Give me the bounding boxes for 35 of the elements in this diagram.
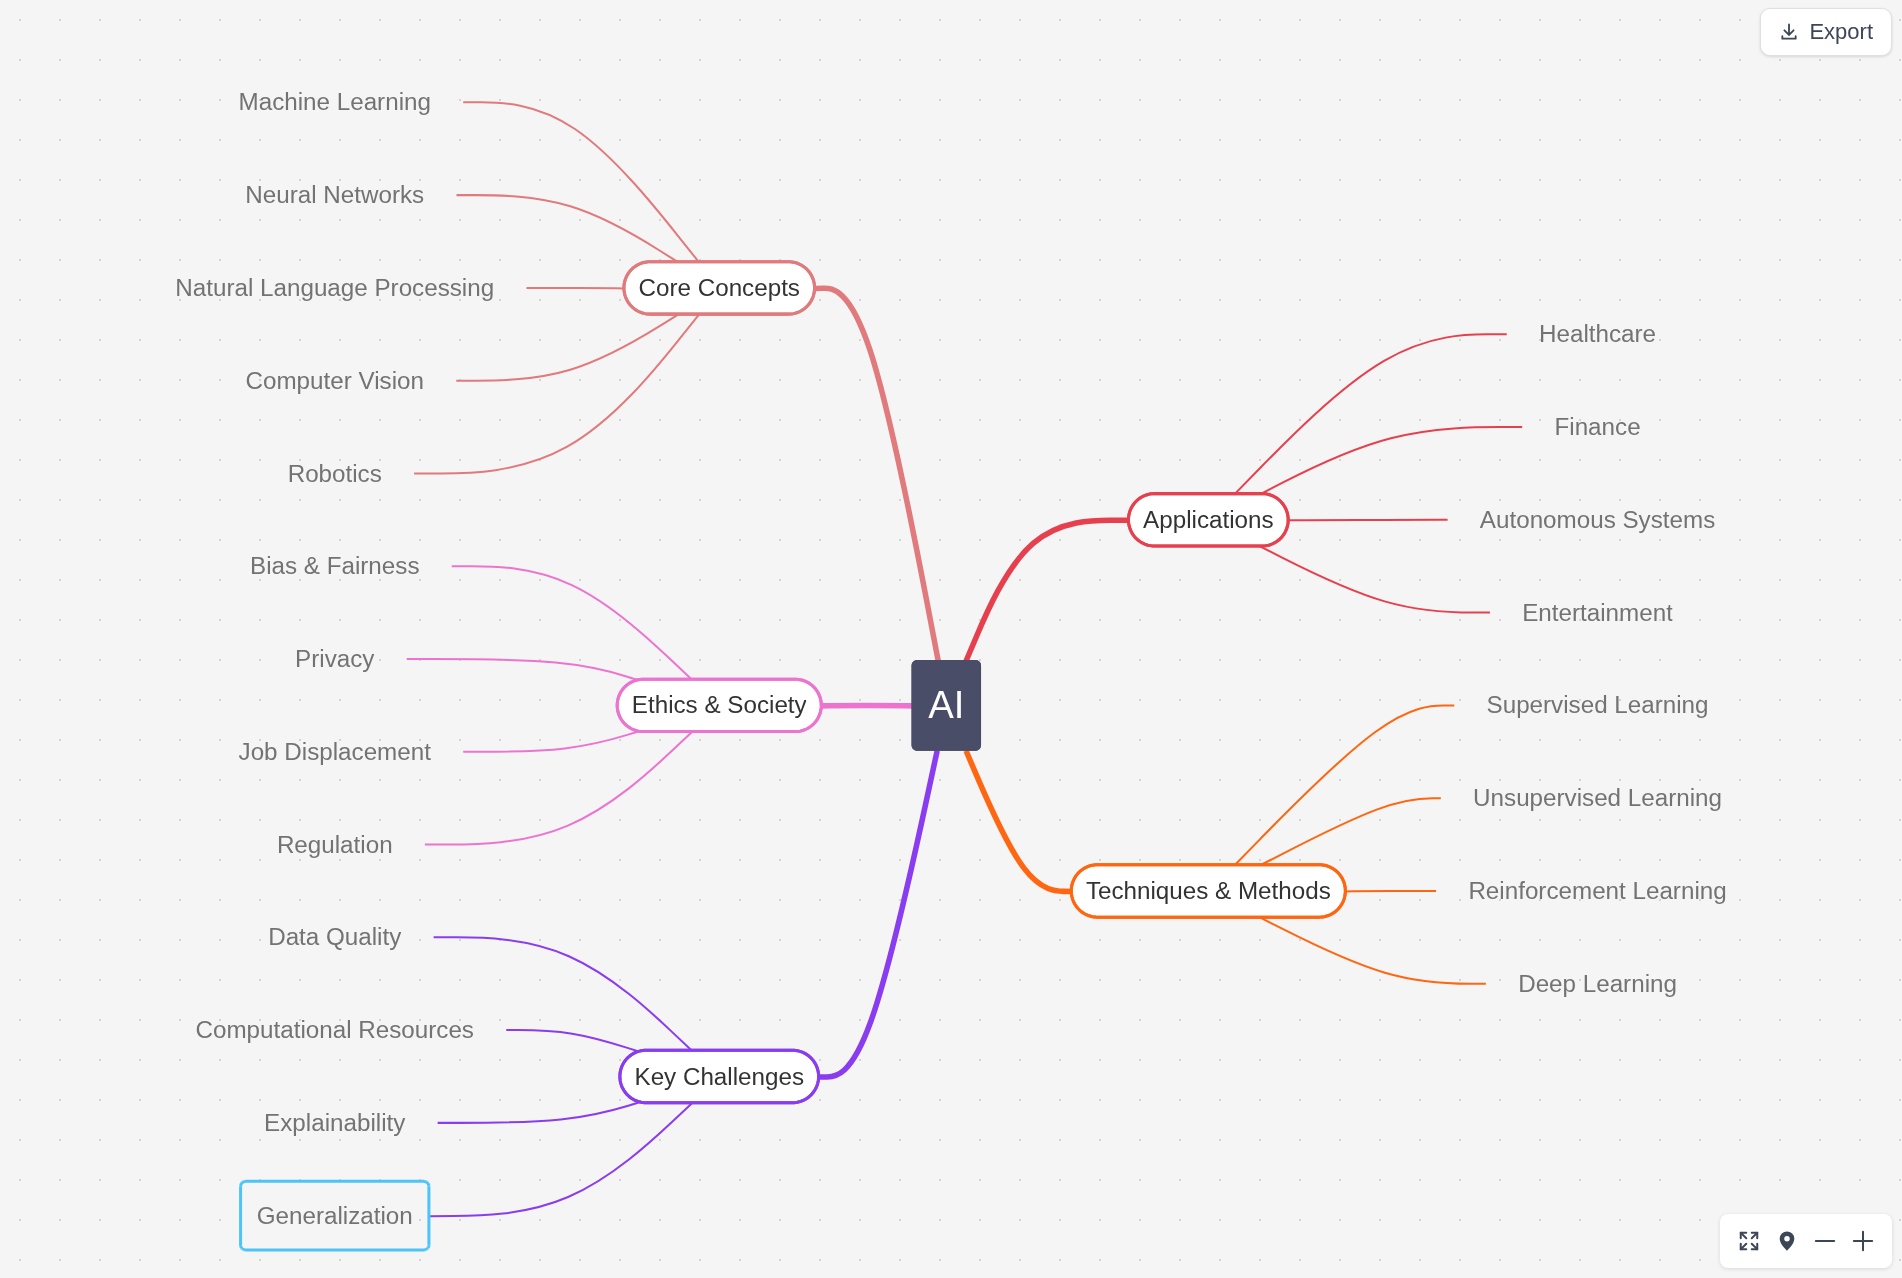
node-text: Neural Networks xyxy=(245,181,425,209)
node-text: Autonomous Systems xyxy=(1479,505,1716,533)
node-text: Privacy xyxy=(295,644,375,673)
connector xyxy=(429,1102,693,1218)
connector xyxy=(433,936,693,1052)
node-text: Reinforcement Learning xyxy=(1468,876,1727,905)
connector xyxy=(963,749,1072,895)
connector xyxy=(1259,545,1490,614)
node-text: Data Quality xyxy=(268,923,402,951)
node-text: Explainability xyxy=(264,1108,406,1136)
connector xyxy=(963,517,1129,663)
node-text: Computer Vision xyxy=(245,366,424,394)
connector xyxy=(437,1101,640,1124)
node-text: Generalization xyxy=(256,1201,413,1229)
connector xyxy=(821,702,913,709)
node-text: Bias & Fairness xyxy=(250,552,420,580)
node-text: Regulation xyxy=(276,830,393,858)
node-text: Robotics xyxy=(287,459,382,487)
node-text: Machine Learning xyxy=(238,88,431,116)
node-text: Unsupervised Learning xyxy=(1473,784,1722,812)
connector xyxy=(414,314,700,475)
connector xyxy=(815,285,941,662)
node-text: Finance xyxy=(1554,412,1641,441)
export-button: Export xyxy=(1760,8,1892,56)
node-text: Deep Learning xyxy=(1518,969,1677,997)
node-text: Job Displacement xyxy=(238,737,431,765)
connector xyxy=(463,730,639,753)
connector xyxy=(1288,518,1448,522)
node-text: Healthcare xyxy=(1539,320,1657,348)
connector xyxy=(424,731,693,846)
node-text: Computational Resources xyxy=(195,1015,474,1044)
connector xyxy=(819,750,940,1080)
node-text: Entertainment xyxy=(1522,598,1673,626)
node-text: Natural Language Processing xyxy=(175,273,495,302)
node-text: Supervised Learning xyxy=(1486,691,1709,719)
